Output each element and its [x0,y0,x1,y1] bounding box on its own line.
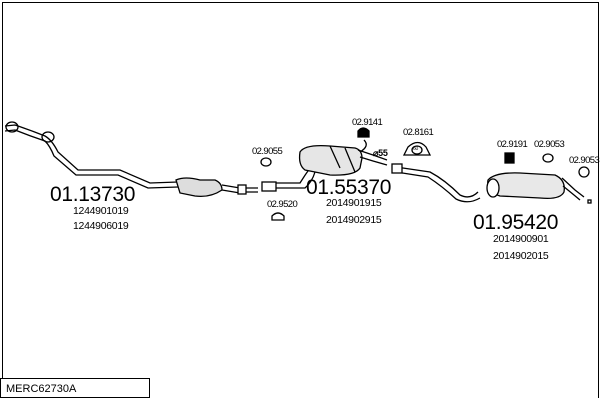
small-part-icons [260,127,590,221]
oe-number: 1244901019 [73,205,129,217]
oe-number: 2014901915 [326,197,382,209]
part-number-middle-silencer: 01.55370 [306,176,392,199]
diagram-code: MERC62730A [0,378,150,398]
oe-number: 1244906019 [73,220,129,232]
rear-silencer-drawing [391,163,592,204]
clamp-size-label: 60 [413,146,418,152]
part-number-front-pipe: 01.13730 [50,183,136,206]
small-part-label: 02.9141 [352,117,383,128]
ring-icon [260,157,272,167]
small-part-label: 02.8161 [403,127,434,138]
diameter-label: ⌀55 [373,148,388,158]
part-number-rear-silencer: 01.95420 [473,211,559,234]
small-part-label: 02.9055 [252,146,283,157]
small-part-label: 02.9191 [497,139,528,150]
oe-number: 2014902915 [326,214,382,226]
oe-number: 2014902015 [493,250,549,262]
oe-number: 2014900901 [493,233,549,245]
front-pipe-drawing [4,121,258,198]
small-part-label: 02.9520 [267,199,298,210]
small-part-label: 02.9053 [569,155,600,166]
small-part-label: 02.9053 [534,139,565,150]
middle-silencer-drawing [261,139,388,192]
